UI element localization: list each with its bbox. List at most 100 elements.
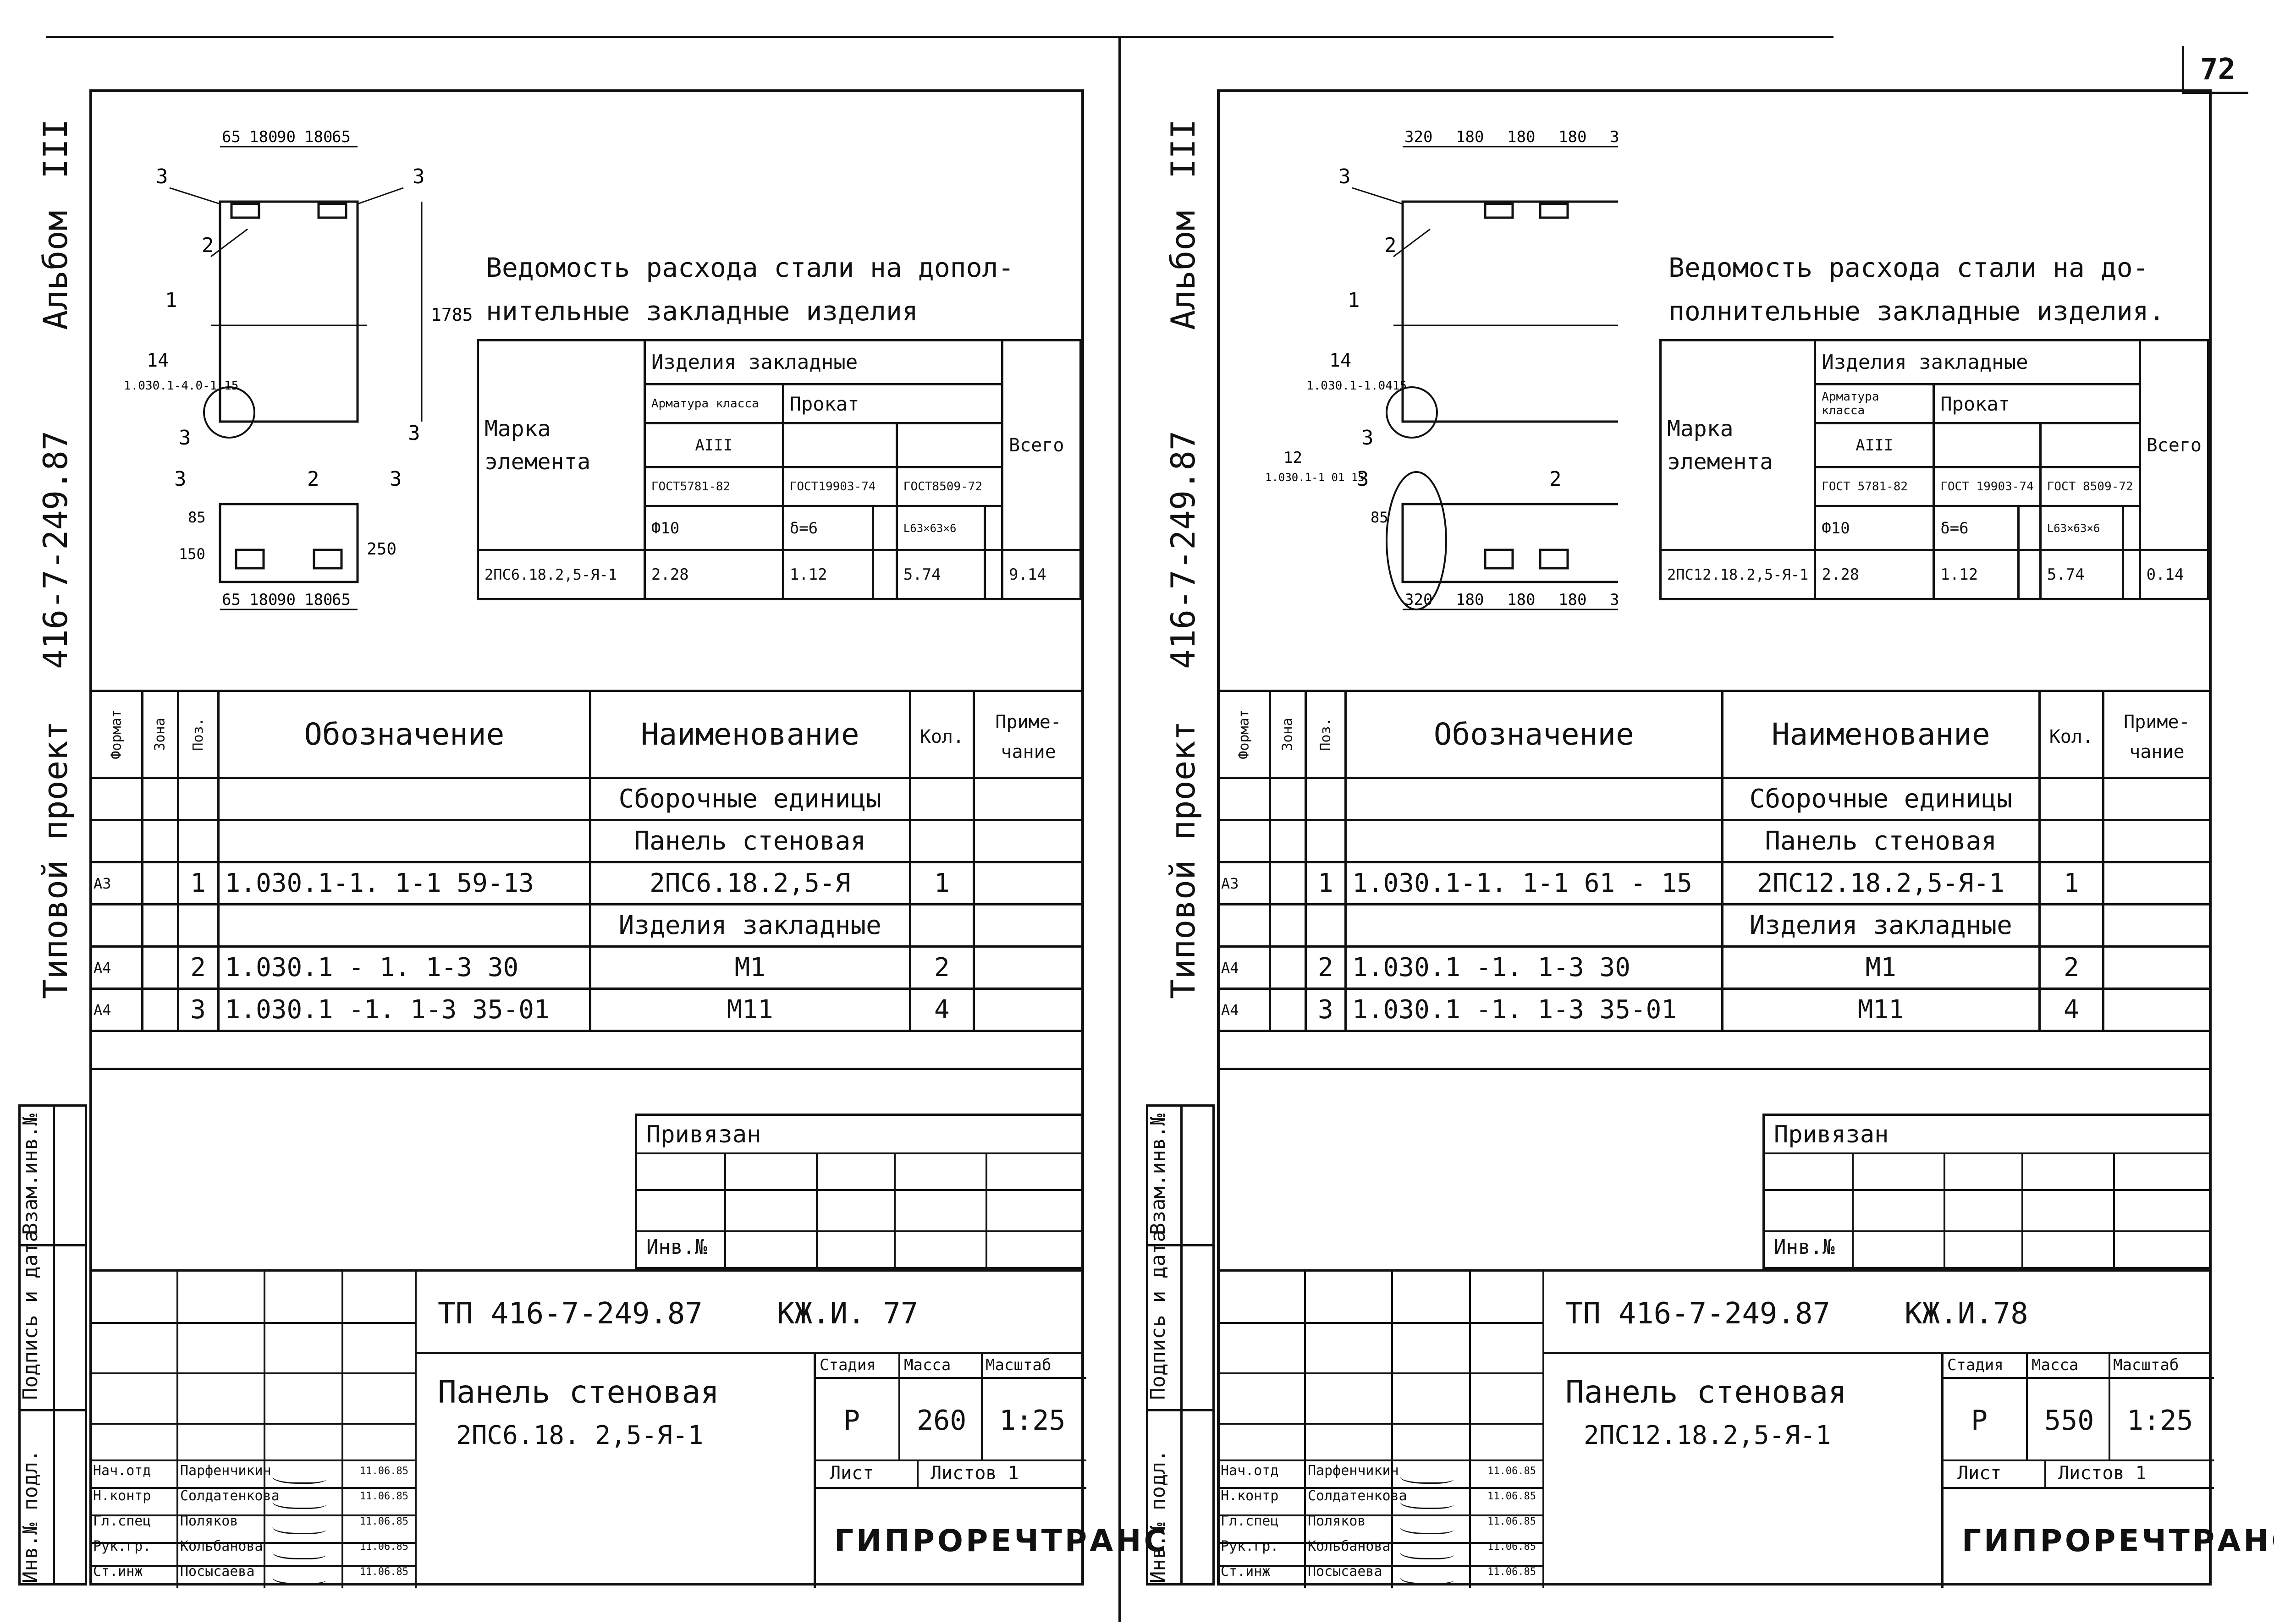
pos-label: 2 [1384, 234, 1397, 257]
spec-row: А3 1 1.030.1-1. 1-1 61 - 15 2ПС12.18.2,5… [1217, 861, 2212, 905]
spec-header: Формат [1217, 690, 1272, 779]
spec-pos: 2 [176, 945, 220, 990]
tb-col [981, 1352, 983, 1459]
gost-cell: ГОСТ 19903-74 [1933, 466, 2042, 508]
leader-line [1393, 228, 1431, 258]
gost-cell: ГОСТ 8509-72 [2039, 466, 2141, 508]
spec-header-label: Обозначение [1433, 717, 1634, 752]
spec-note [2102, 777, 2212, 821]
signature-mark [1397, 1544, 1459, 1559]
value-cell [2122, 549, 2141, 600]
signature-mark [270, 1519, 331, 1534]
value-cell: 5.74 [895, 549, 986, 600]
spec-note [973, 988, 1084, 1032]
tb-row [89, 1459, 415, 1461]
pos-label: 1 [1348, 289, 1360, 312]
name-label: Парфенчикин [180, 1463, 271, 1479]
spec-format: А3 [89, 861, 144, 905]
name-label: Кольбанова [1308, 1538, 1391, 1554]
total-header: Всего [2138, 339, 2210, 552]
tb-rule [1944, 1459, 2214, 1461]
spec-code: 1.030.1-1. 1-1 61 - 15 [1344, 861, 1723, 905]
steel-title: Ведомость расхода стали на до- [1668, 252, 2149, 283]
pos-label: 3 [174, 467, 187, 491]
spec-note [973, 903, 1084, 948]
dim-top: 320 [1404, 128, 1432, 146]
spec-header: Зона [141, 690, 179, 779]
spec-qty: 2 [2038, 945, 2104, 990]
name-label: Посысаева [180, 1564, 255, 1580]
spec-pos [1304, 819, 1347, 863]
typical-project: Типовой проект [1164, 721, 1202, 999]
pos-label: 2 [202, 234, 214, 257]
project-code: 416-7-249.87 [1164, 430, 1202, 669]
album-label: Альбом [36, 210, 75, 330]
panel-drawing: 320180180180320178533213141.030.1-1.0415… [1265, 128, 1618, 610]
signature-mark [270, 1494, 331, 1509]
panel-section [219, 503, 359, 583]
spec-qty: 4 [908, 988, 975, 1032]
value-cell [983, 549, 1004, 600]
spec-name: Сборочные единицы [1721, 777, 2041, 821]
stamp-side-label: Инв.№ подл. [19, 1449, 42, 1583]
name-label: Солдатенкова [1308, 1488, 1407, 1504]
spec-header: Приме-чание [973, 690, 1084, 779]
stamp-side-divider [53, 1107, 55, 1583]
tb-col [2109, 1352, 2110, 1459]
pos-label: 2 [307, 467, 319, 491]
mass-header: Масса [904, 1356, 951, 1374]
node-callout [1386, 386, 1438, 439]
panel-elevation [219, 200, 359, 423]
spec-code: 1.030.1-1. 1-1 59-13 [217, 861, 591, 905]
spec-zone [1269, 861, 1307, 905]
armature-header: Арматура класса [643, 383, 784, 425]
value-cell: 2.28 [643, 549, 784, 600]
spec-header: Формат [89, 690, 144, 779]
tb-row [1217, 1514, 1542, 1516]
tied-rule [1765, 1230, 2212, 1232]
tb-row [1217, 1372, 1542, 1374]
spec-zone [141, 861, 179, 905]
signature-mark [1397, 1519, 1459, 1534]
spec-qty [908, 903, 975, 948]
spec-name: М1 [589, 945, 911, 990]
inv-label: Инв.№ [646, 1235, 707, 1259]
center-divider [1118, 37, 1121, 1622]
dim-top: 65 [332, 128, 351, 146]
spec-header: Обозначение [217, 690, 591, 779]
album-label: Альбом [1164, 210, 1202, 330]
top-rule [46, 36, 1834, 38]
spec-zone [141, 945, 179, 990]
tb-row [1217, 1423, 1542, 1425]
rolled-blank [895, 422, 1003, 469]
role-label: Н.контр [1221, 1488, 1279, 1504]
spec-header: Зона [1269, 690, 1307, 779]
spec-name: М11 [589, 988, 911, 1032]
spec-code [1344, 819, 1723, 863]
blank-cell [872, 505, 898, 552]
pos-label: 3 [1338, 165, 1351, 188]
value-cell [2017, 549, 2042, 600]
dim-bottom: 180 [1456, 591, 1484, 609]
dim-top: 180 [1558, 128, 1586, 146]
pos-label: 2 [1549, 467, 1562, 491]
spec-row: Изделия закладные [89, 903, 1084, 948]
spec-code [1344, 777, 1723, 821]
spec-qty [2038, 777, 2104, 821]
spec-header-label: Кол. [2049, 726, 2094, 747]
spec-header: Поз. [1304, 690, 1347, 779]
group-header: Изделия закладные [643, 339, 1003, 385]
node-number: 12 [1283, 449, 1302, 467]
name-label: Солдатенкова [180, 1488, 280, 1504]
name-label: Поляков [1308, 1513, 1366, 1529]
diameter-cell: Ф10 [1814, 505, 1935, 552]
stamp-side-divider [1180, 1107, 1183, 1583]
spec-header: Наименование [589, 690, 911, 779]
spec-zone [141, 777, 179, 821]
title-name: Панель стеновая [1565, 1374, 1847, 1410]
organization-name: ГИПРОРЕЧТРАНС [834, 1523, 1169, 1558]
album-roman: III [36, 119, 75, 179]
